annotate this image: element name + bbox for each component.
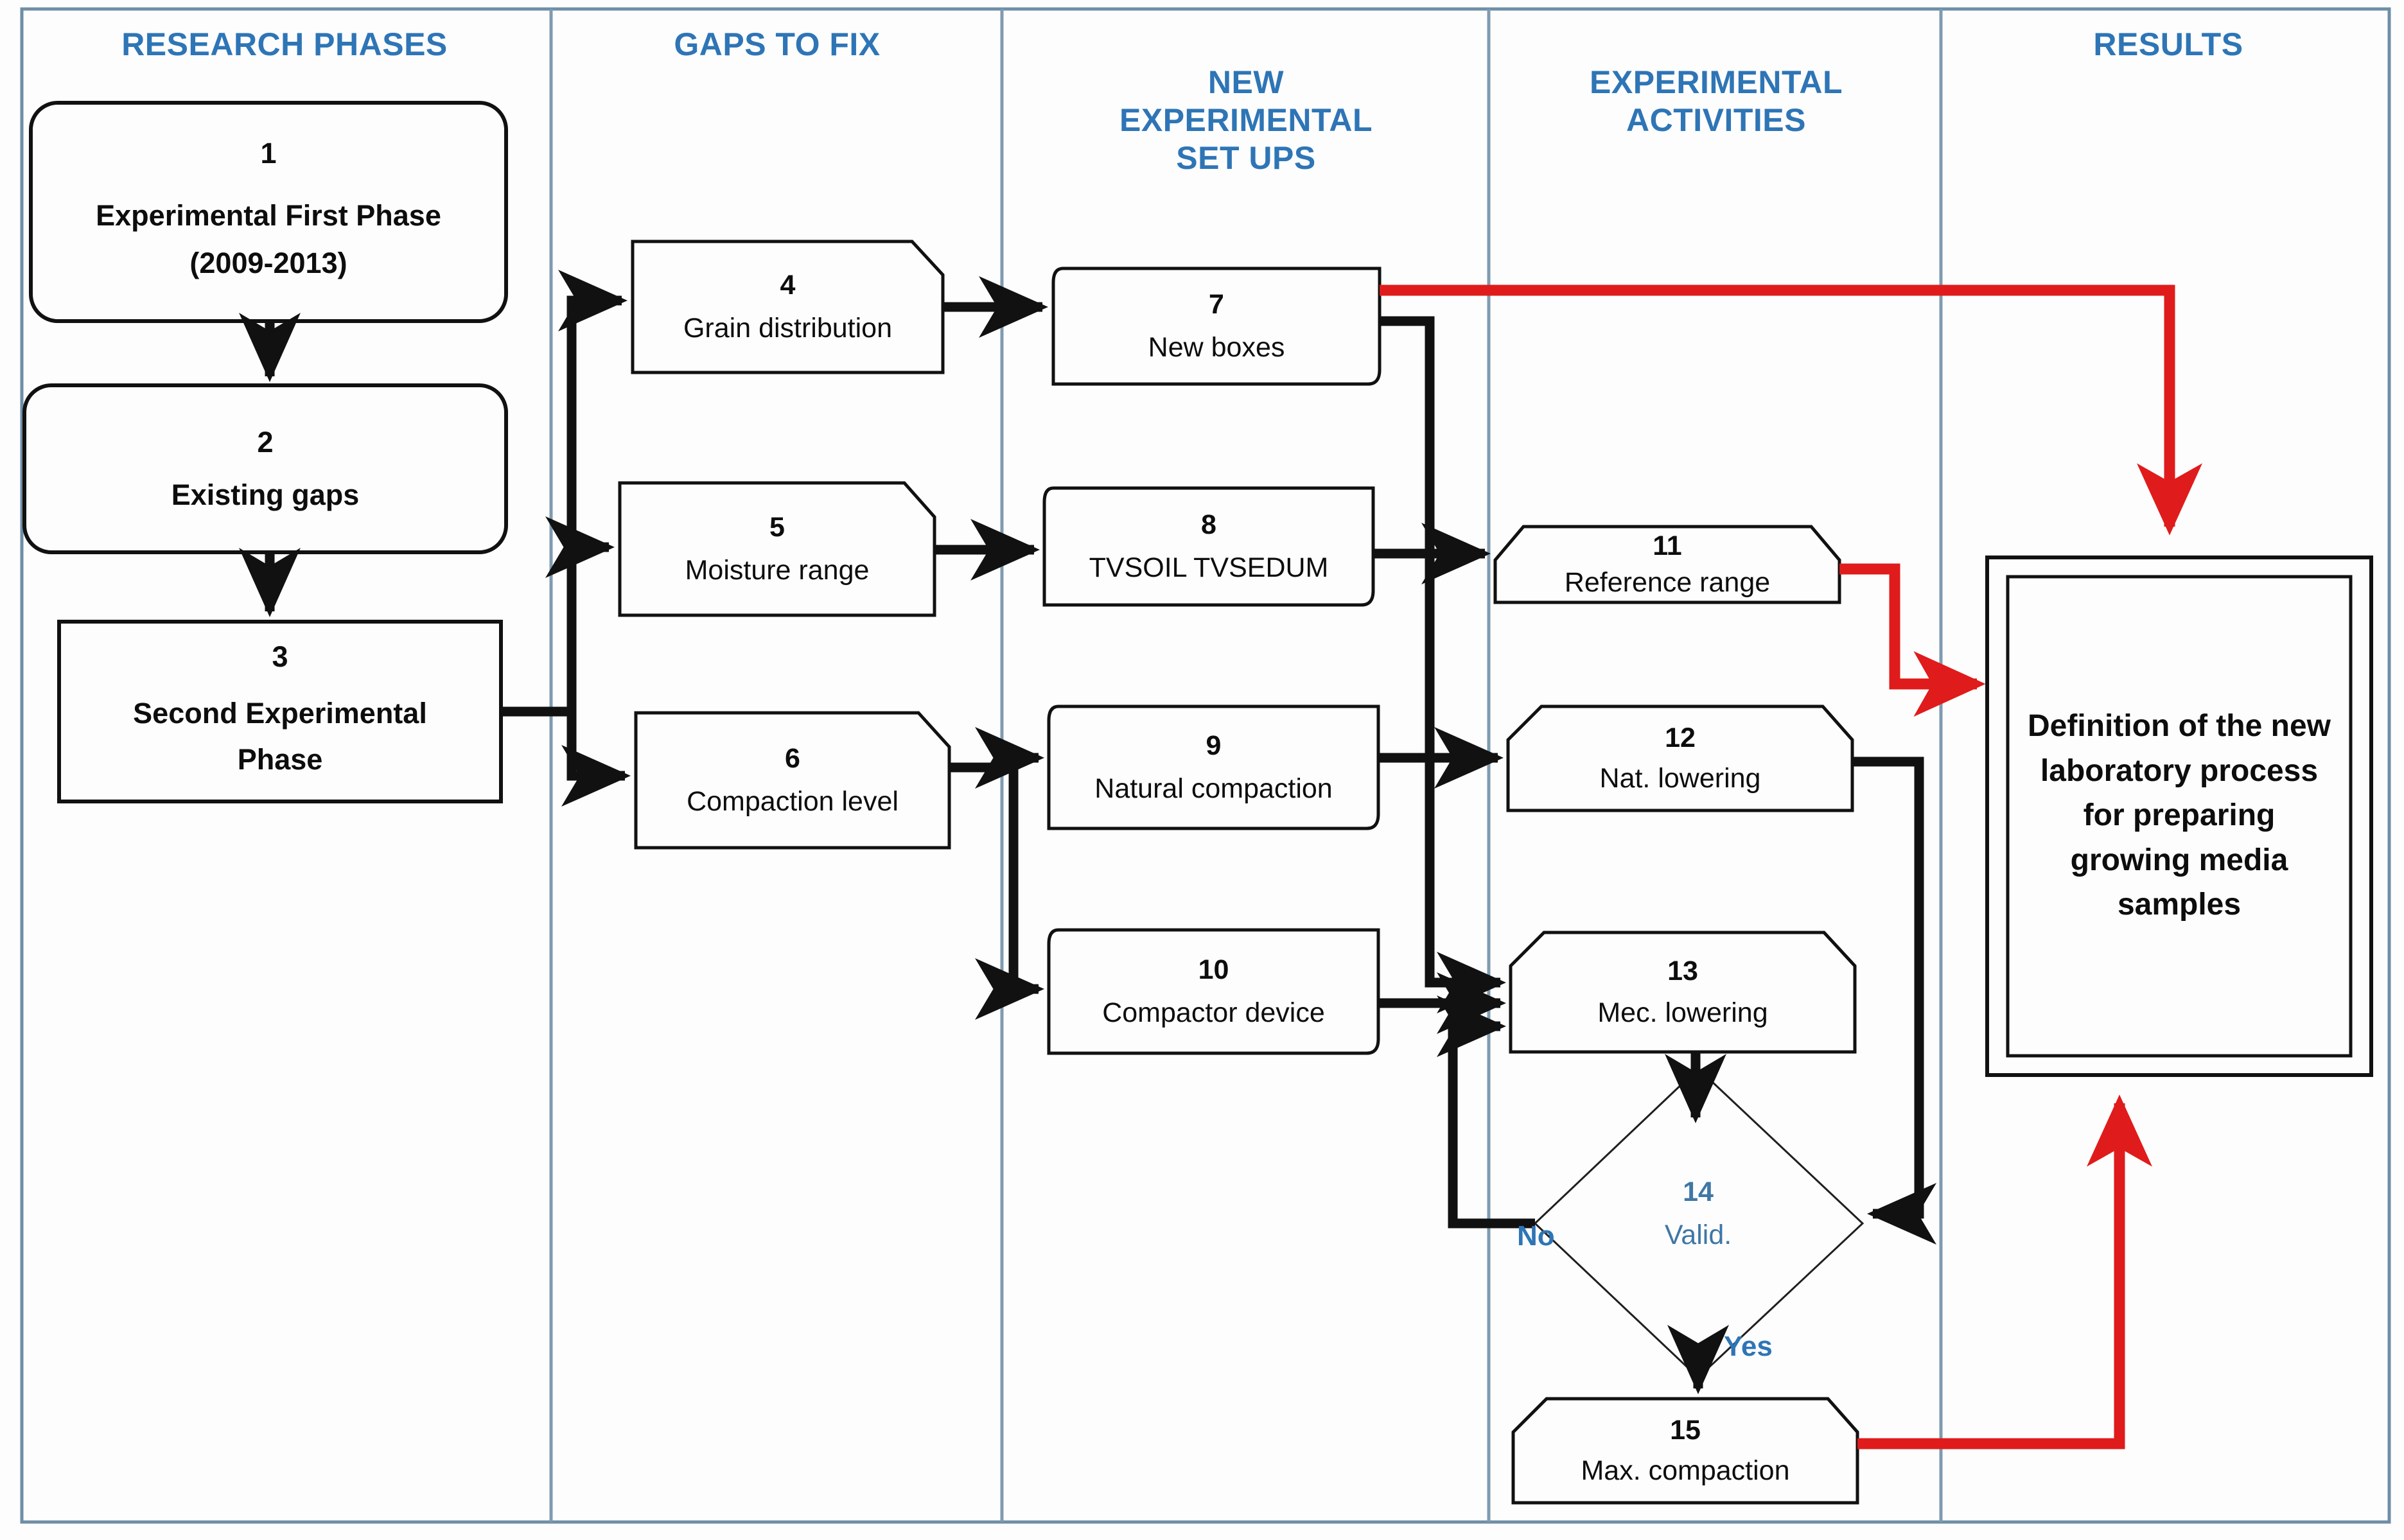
- column-header-gaps-to-fix: GAPS TO FIX: [674, 26, 881, 62]
- edge-6-to-10: [975, 767, 1045, 1020]
- node-4-shape: [631, 240, 945, 374]
- node-1-shape: [29, 101, 508, 323]
- edge-7-to-results-red: [1380, 284, 2202, 536]
- edge-6-to-9: [949, 726, 1045, 789]
- edge-14-no-to-13: [1437, 995, 1535, 1229]
- edge-12-to-14: [1852, 757, 1936, 1245]
- edge-label-no: No: [1517, 1220, 1555, 1252]
- edge-7-to-13: [1380, 316, 1507, 1013]
- node-7-shape: [1051, 267, 1382, 386]
- node-3-shape: [57, 620, 503, 803]
- node-12-shape: [1506, 704, 1854, 812]
- column-header-new-setups: NEW EXPERIMENTAL SET UPS: [1119, 64, 1373, 176]
- node-10-shape: [1047, 928, 1380, 1055]
- node-13-shape: [1509, 931, 1857, 1054]
- edge-3-to-5: [545, 516, 615, 712]
- edge-15-to-results-red: [1857, 1094, 2152, 1449]
- column-header-research-phases: RESEARCH PHASES: [121, 26, 448, 62]
- node-6-shape: [634, 711, 951, 850]
- edge-11-to-results-red: [1839, 563, 1986, 717]
- node-2-shape: [22, 383, 508, 554]
- column-header-results: RESULTS: [2093, 26, 2243, 62]
- node-5-shape: [618, 481, 936, 617]
- node-8-shape: [1042, 486, 1375, 607]
- result-box-text: Definition of the new laboratory process…: [2028, 709, 2331, 922]
- result-box-inner: [2006, 575, 2353, 1058]
- edge-3-to-6: [561, 712, 631, 807]
- column-header-experimental-activities: EXPERIMENTAL ACTIVITIES: [1590, 64, 1843, 138]
- node-15-shape: [1511, 1397, 1859, 1505]
- node-11-shape: [1493, 525, 1841, 604]
- edge-3-to-4: [501, 269, 628, 717]
- diagram-frame: [20, 7, 2391, 1524]
- node-9-shape: [1047, 704, 1380, 830]
- edge-label-yes: Yes: [1724, 1331, 1773, 1362]
